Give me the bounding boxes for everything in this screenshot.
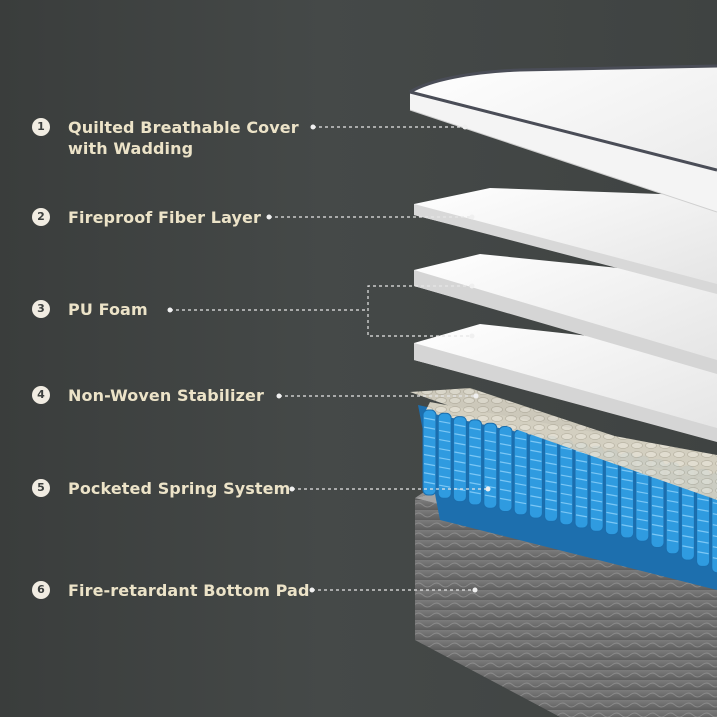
leader-dot <box>474 394 479 399</box>
layer-label-text: Fireproof Fiber Layer <box>68 207 261 228</box>
layer-number-badge: 4 <box>32 386 50 404</box>
leader-dot <box>168 308 173 313</box>
leader-dot <box>311 125 316 130</box>
leader-dot <box>267 215 272 220</box>
leader-dot <box>470 284 475 289</box>
leader-dot <box>470 215 475 220</box>
leader-dot <box>463 125 468 130</box>
layer-number-badge: 1 <box>32 118 50 136</box>
layer-label-3: 3 PU Foam <box>32 299 148 320</box>
layer-label-5: 5 Pocketed Spring System <box>32 478 290 499</box>
layer-label-6: 6 Fire-retardant Bottom Pad <box>32 580 310 601</box>
leader-dot <box>470 334 475 339</box>
layer-label-text: Fire-retardant Bottom Pad <box>68 580 310 601</box>
layer-label-text: PU Foam <box>68 299 148 320</box>
layer-number-badge: 5 <box>32 479 50 497</box>
layer-number-badge: 6 <box>32 581 50 599</box>
layer-label-text: Quilted Breathable Cover with Wadding <box>68 117 299 159</box>
leader-dot <box>486 487 491 492</box>
leader-dot <box>310 588 315 593</box>
layer-label-2: 2 Fireproof Fiber Layer <box>32 207 261 228</box>
layer-label-1: 1 Quilted Breathable Cover with Wadding <box>32 117 299 159</box>
layer-label-4: 4 Non-Woven Stabilizer <box>32 385 264 406</box>
quilted-cover-layer <box>410 66 717 212</box>
leader-dot <box>277 394 282 399</box>
leader-dot <box>473 588 478 593</box>
layer-label-text: Non-Woven Stabilizer <box>68 385 264 406</box>
layer-label-text: Pocketed Spring System <box>68 478 290 499</box>
layer-number-badge: 3 <box>32 300 50 318</box>
layer-number-badge: 2 <box>32 208 50 226</box>
